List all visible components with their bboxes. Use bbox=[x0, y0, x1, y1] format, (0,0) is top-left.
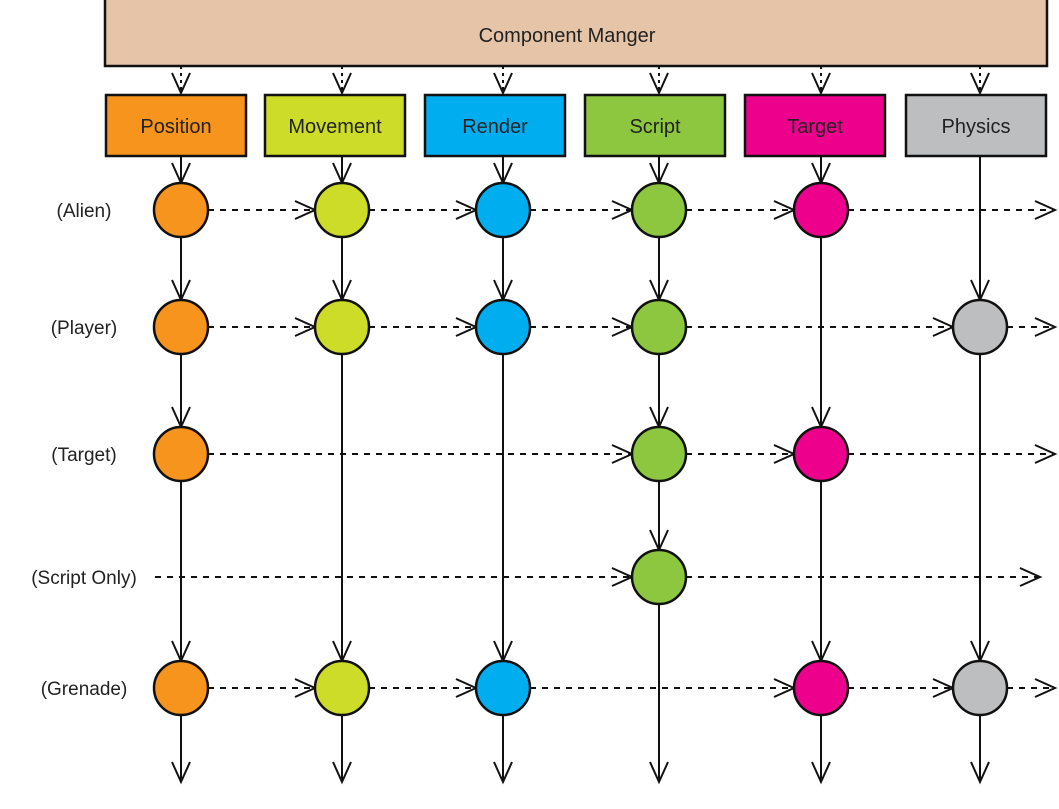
component-manager-label: Component Manger bbox=[479, 25, 656, 47]
component-node-script bbox=[630, 548, 688, 606]
component-box-physics bbox=[904, 93, 1048, 158]
entity-link-out-arrow bbox=[1019, 567, 1043, 587]
component-node-script bbox=[630, 425, 688, 483]
component-node-position bbox=[152, 181, 210, 239]
component-node-position bbox=[152, 425, 210, 483]
entity-link-out-arrow bbox=[1034, 444, 1058, 464]
chain-end-arrow-movement bbox=[332, 761, 352, 785]
entity-label: (Target) bbox=[51, 445, 116, 466]
entity-link-out-arrow bbox=[1034, 200, 1058, 220]
component-node-render bbox=[474, 181, 532, 239]
entity-label: (Script Only) bbox=[31, 568, 137, 589]
component-node-movement bbox=[313, 659, 371, 717]
chain-end-arrow-render bbox=[493, 761, 513, 785]
manager-arrow-movement bbox=[332, 72, 352, 96]
component-manager-box bbox=[103, 0, 1049, 68]
chain-end-arrow-target bbox=[811, 761, 831, 785]
component-node-target bbox=[792, 425, 850, 483]
component-box-position bbox=[104, 93, 248, 158]
component-node-render bbox=[474, 298, 532, 356]
component-node-movement bbox=[313, 181, 371, 239]
component-node-movement bbox=[313, 298, 371, 356]
component-node-render bbox=[474, 659, 532, 717]
entity-label: (Alien) bbox=[57, 201, 112, 222]
entity-label: (Grenade) bbox=[41, 679, 128, 700]
component-node-script bbox=[630, 181, 688, 239]
manager-arrow-render bbox=[493, 72, 513, 96]
chain-end-arrow-script bbox=[649, 761, 669, 785]
manager-arrow-position bbox=[171, 72, 191, 96]
manager-arrow-target bbox=[811, 72, 831, 96]
component-label-physics: Physics bbox=[942, 116, 1011, 138]
chain-end-arrow-physics bbox=[970, 761, 990, 785]
chain-end-arrow-position bbox=[171, 761, 191, 785]
entity-link-out-arrow bbox=[1034, 317, 1058, 337]
manager-arrow-physics bbox=[970, 72, 990, 96]
component-label-render: Render bbox=[462, 116, 528, 138]
component-box-render bbox=[423, 93, 567, 158]
component-label-script: Script bbox=[629, 116, 681, 138]
component-label-movement: Movement bbox=[288, 116, 382, 138]
manager-arrow-script bbox=[649, 72, 669, 96]
component-node-target bbox=[792, 181, 850, 239]
component-label-position: Position bbox=[140, 116, 211, 138]
component-box-movement bbox=[263, 93, 407, 158]
component-node-position bbox=[152, 659, 210, 717]
entity-label: (Player) bbox=[51, 318, 118, 339]
component-node-script bbox=[630, 298, 688, 356]
component-box-script bbox=[583, 93, 727, 158]
component-node-physics bbox=[951, 659, 1009, 717]
component-node-position bbox=[152, 298, 210, 356]
component-label-target: Target bbox=[787, 116, 843, 138]
component-node-target bbox=[792, 659, 850, 717]
entity-link-out-arrow bbox=[1034, 678, 1058, 698]
component-box-target bbox=[743, 93, 887, 158]
component-node-physics bbox=[951, 298, 1009, 356]
